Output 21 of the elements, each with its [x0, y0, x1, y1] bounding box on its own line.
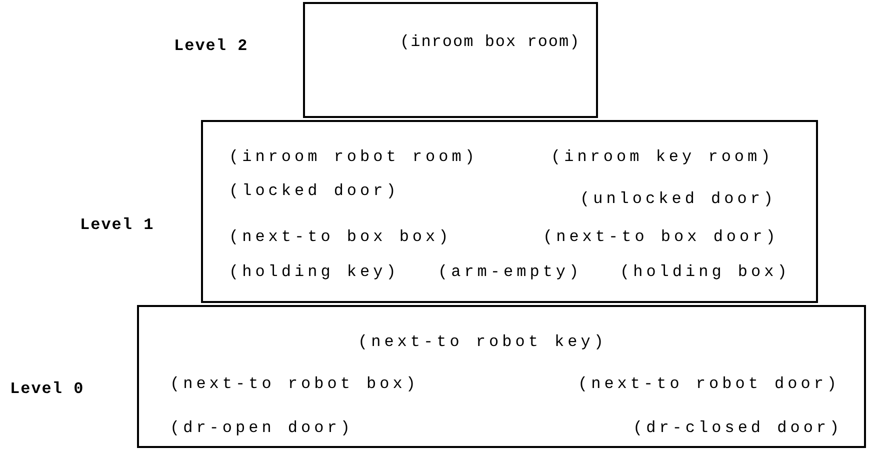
level-label: Level 1	[80, 215, 154, 235]
predicate-text: (unlocked door)	[580, 189, 777, 209]
level-box	[201, 120, 818, 303]
predicate-text: (inroom robot room)	[229, 147, 478, 167]
predicate-text: (locked door)	[229, 181, 400, 201]
level-box	[137, 305, 866, 448]
predicate-text: (holding key)	[229, 262, 400, 282]
predicate-text: (next-to robot key)	[358, 332, 607, 352]
predicate-text: (dr-open door)	[170, 418, 354, 438]
predicate-text: (next-to robot box)	[170, 374, 419, 394]
predicate-text: (holding box)	[620, 262, 790, 282]
predicate-text: (arm-empty)	[438, 262, 582, 282]
predicate-text: (inroom key room)	[551, 147, 774, 167]
level-label: Level 0	[10, 379, 84, 399]
predicate-text: (inroom box room)	[400, 32, 580, 52]
predicate-text: (next-to box door)	[543, 227, 779, 247]
predicate-text: (next-to robot door)	[578, 374, 840, 394]
predicate-text: (next-to box box)	[229, 227, 452, 247]
predicate-text: (dr-closed door)	[633, 418, 843, 438]
level-box	[303, 2, 598, 118]
level-label: Level 2	[174, 36, 248, 56]
